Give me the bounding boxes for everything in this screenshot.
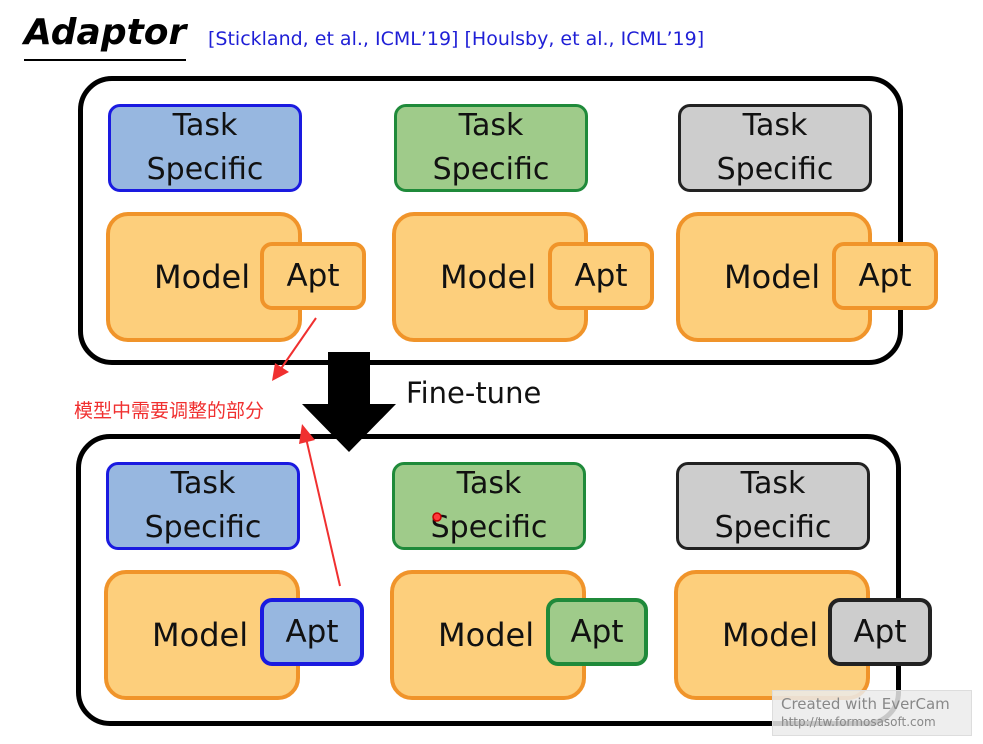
task-label-line1: Task bbox=[742, 108, 808, 143]
task-label-line1: Task bbox=[740, 466, 806, 501]
model-label: Model bbox=[152, 616, 249, 654]
slide-title: Adaptor bbox=[24, 12, 187, 53]
task-label-line1: Task bbox=[458, 108, 524, 143]
title-underline bbox=[24, 59, 186, 61]
adapter-block-untrained: Apt bbox=[832, 242, 938, 310]
task-label-line2: Specific bbox=[432, 152, 550, 187]
task-specific-block-gray: Task Specific bbox=[676, 462, 870, 550]
model-label: Model bbox=[440, 258, 537, 296]
adapter-label: Apt bbox=[574, 258, 628, 294]
references: [Stickland, et al., ICML’19] [Houlsby, e… bbox=[208, 28, 705, 50]
task-label-line1: Task bbox=[170, 466, 236, 501]
watermark-line2: http://tw.formosasoft.com bbox=[781, 715, 936, 729]
task-specific-block-blue: Task Specific bbox=[108, 104, 302, 192]
watermark-line1: Created with EverCam bbox=[781, 695, 950, 713]
adapter-label: Apt bbox=[286, 258, 340, 294]
fine-tune-arrow-icon bbox=[302, 352, 396, 452]
adapter-label: Apt bbox=[858, 258, 912, 294]
adapter-block-gray: Apt bbox=[828, 598, 932, 666]
adapter-label: Apt bbox=[570, 614, 624, 650]
task-label-line2: Specific bbox=[714, 510, 832, 545]
task-specific-block-blue: Task Specific bbox=[106, 462, 300, 550]
model-label: Model bbox=[154, 258, 251, 296]
model-label: Model bbox=[438, 616, 535, 654]
task-label-line2: Specific bbox=[144, 510, 262, 545]
adapter-block-green: Apt bbox=[546, 598, 648, 666]
adapter-block-untrained: Apt bbox=[260, 242, 366, 310]
model-label: Model bbox=[722, 616, 819, 654]
task-label-line1: Task bbox=[172, 108, 238, 143]
task-label-line2: Specific bbox=[146, 152, 264, 187]
task-label-line1: Task bbox=[456, 466, 522, 501]
task-specific-block-green: Task Specific bbox=[394, 104, 588, 192]
annotation-text: 模型中需要调整的部分 bbox=[74, 400, 265, 422]
adapter-label: Apt bbox=[853, 614, 907, 650]
task-specific-block-green: Task Specific bbox=[392, 462, 586, 550]
task-label-line2: Specific bbox=[430, 510, 548, 545]
model-label: Model bbox=[724, 258, 821, 296]
evercam-watermark: Created with EverCam http://tw.formosaso… bbox=[772, 690, 972, 736]
task-specific-block-gray: Task Specific bbox=[678, 104, 872, 192]
adapter-label: Apt bbox=[285, 614, 339, 650]
task-label-line2: Specific bbox=[716, 152, 834, 187]
adapter-block-untrained: Apt bbox=[548, 242, 654, 310]
fine-tune-label: Fine-tune bbox=[406, 376, 542, 410]
adapter-block-blue: Apt bbox=[260, 598, 364, 666]
